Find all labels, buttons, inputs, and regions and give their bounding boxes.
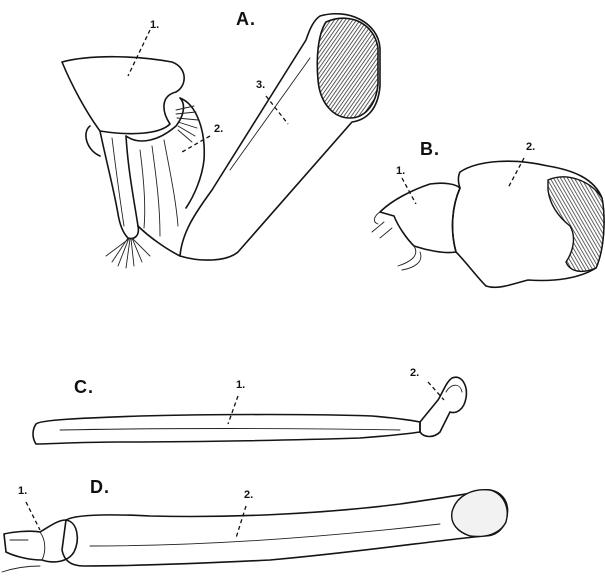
figure-d-leader-2 [236, 506, 246, 538]
figure-c-leader-2 [428, 382, 444, 400]
figure-a-side-bulge [86, 126, 100, 156]
figure-d-shaft [62, 490, 508, 566]
figure-a-part-1-shape [62, 57, 184, 134]
figure-d-shaft-line [90, 524, 440, 546]
figure-a-leader-3 [266, 96, 288, 124]
figure-a-column [100, 131, 138, 239]
figure-b-part-1-shape [380, 183, 460, 252]
figure-c-head-detail [446, 385, 462, 392]
figure-c-leader-1 [228, 396, 238, 424]
figure-b-letter: B. [420, 140, 440, 158]
figure-d-leader-1 [26, 502, 40, 530]
figure-b-hatched-cap [548, 177, 604, 271]
figure-b-part-1-label: 1. [396, 166, 405, 177]
figure-d-stub-lines [2, 532, 45, 572]
figure-a-leader-1 [128, 30, 150, 76]
figure-a-part-1-label: 1. [150, 20, 159, 31]
figure-c-part-2-label: 2. [410, 368, 419, 379]
figure-c-shaft-line [60, 429, 400, 431]
figure-a-drawing [62, 14, 380, 268]
figure-d-hatched-cap [452, 490, 508, 537]
figure-d-part-1-shape [4, 520, 77, 562]
figure-a-letter: A. [236, 10, 256, 28]
figure-a-tuft [106, 238, 150, 268]
figure-a-rod-edge [230, 58, 310, 170]
figure-d-drawing [2, 490, 508, 572]
figure-c-letter: C. [74, 378, 94, 396]
figure-a-web-folds [140, 140, 178, 236]
figure-a-hatched-cap [317, 18, 378, 118]
figure-a-part-3-label: 3. [256, 80, 265, 91]
figure-a-leader-2 [182, 136, 210, 152]
figure-b-part-2-label: 2. [526, 142, 535, 153]
figure-c-drawing [33, 377, 466, 444]
figure-b-drawing [372, 161, 604, 287]
figure-d-part-2-label: 2. [244, 490, 253, 501]
figure-d-part-1-label: 1. [18, 486, 27, 497]
figure-d-letter: D. [90, 478, 110, 496]
figure-b-tendon [398, 246, 421, 270]
figure-b-stub [372, 212, 392, 238]
figure-c-part-1-label: 1. [236, 380, 245, 391]
figure-a-part-2-label: 2. [214, 124, 223, 135]
